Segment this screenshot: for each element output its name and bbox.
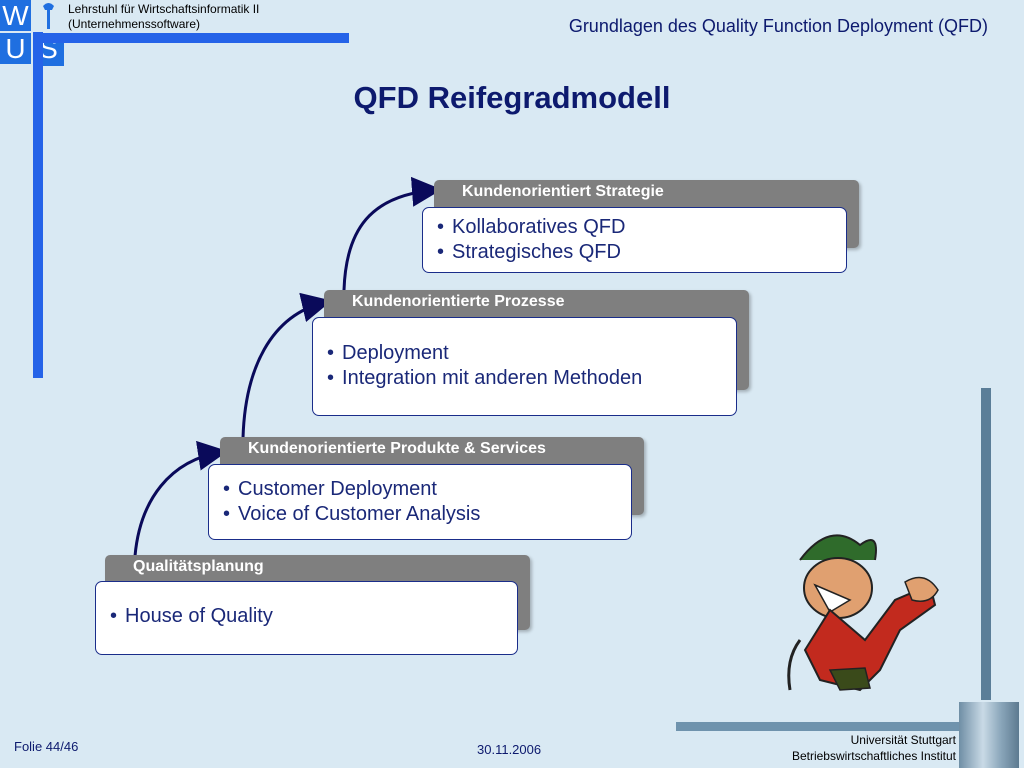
list-item: Customer Deployment bbox=[223, 477, 617, 502]
university-line2: Betriebswirtschaftliches Institut bbox=[791, 749, 956, 763]
list-item: Voice of Customer Analysis bbox=[223, 502, 617, 527]
list-item: Integration mit anderen Methoden bbox=[327, 366, 722, 391]
chair-name-line1: Lehrstuhl für Wirtschaftsinformatik II bbox=[68, 2, 260, 16]
slide-date: 30.11.2006 bbox=[477, 742, 542, 757]
list-item: Deployment bbox=[327, 341, 722, 366]
stage-4-content: Kollaboratives QFD Strategisches QFD bbox=[422, 207, 847, 273]
logo-torch-icon bbox=[33, 0, 64, 31]
decorative-bar-bottom bbox=[676, 722, 966, 731]
arrow-stage3-to-stage4 bbox=[342, 176, 442, 291]
slide-title: QFD Reifegradmodell bbox=[353, 80, 671, 115]
decorative-bar-left bbox=[33, 32, 43, 378]
logo-letter-u: U bbox=[0, 33, 31, 64]
university-line1: Universität Stuttgart bbox=[850, 733, 956, 747]
decorative-bar-right bbox=[981, 388, 991, 700]
list-item: Kollaboratives QFD bbox=[437, 215, 832, 240]
list-item: House of Quality bbox=[110, 604, 503, 629]
stage-1-content: House of Quality bbox=[95, 581, 518, 655]
presentation-title: Grundlagen des Quality Function Deployme… bbox=[568, 16, 988, 36]
stage-4-title: Kundenorientiert Strategie bbox=[462, 183, 664, 200]
stage-2-content: Customer Deployment Voice of Customer An… bbox=[208, 464, 632, 540]
arrow-stage1-to-stage2 bbox=[133, 440, 228, 557]
stage-3-title: Kundenorientierte Prozesse bbox=[352, 293, 565, 310]
logo-letter-w: W bbox=[0, 0, 31, 31]
arrow-stage2-to-stage3 bbox=[241, 292, 332, 439]
list-item: Strategisches QFD bbox=[437, 240, 832, 265]
stage-2-title: Kundenorientierte Produkte & Services bbox=[248, 440, 546, 457]
stage-1-title: Qualitätsplanung bbox=[133, 558, 264, 575]
slide-number: Folie 44/46 bbox=[14, 739, 79, 754]
chair-name: Lehrstuhl für Wirtschaftsinformatik II (… bbox=[68, 2, 259, 32]
decorative-bar-top bbox=[33, 33, 349, 43]
building-image bbox=[959, 702, 1019, 768]
stage-3-content: Deployment Integration mit anderen Metho… bbox=[312, 317, 737, 416]
chair-name-line2: (Unternehmenssoftware) bbox=[68, 17, 201, 31]
university-name: Universität Stuttgart Betriebswirtschaft… bbox=[792, 732, 956, 764]
